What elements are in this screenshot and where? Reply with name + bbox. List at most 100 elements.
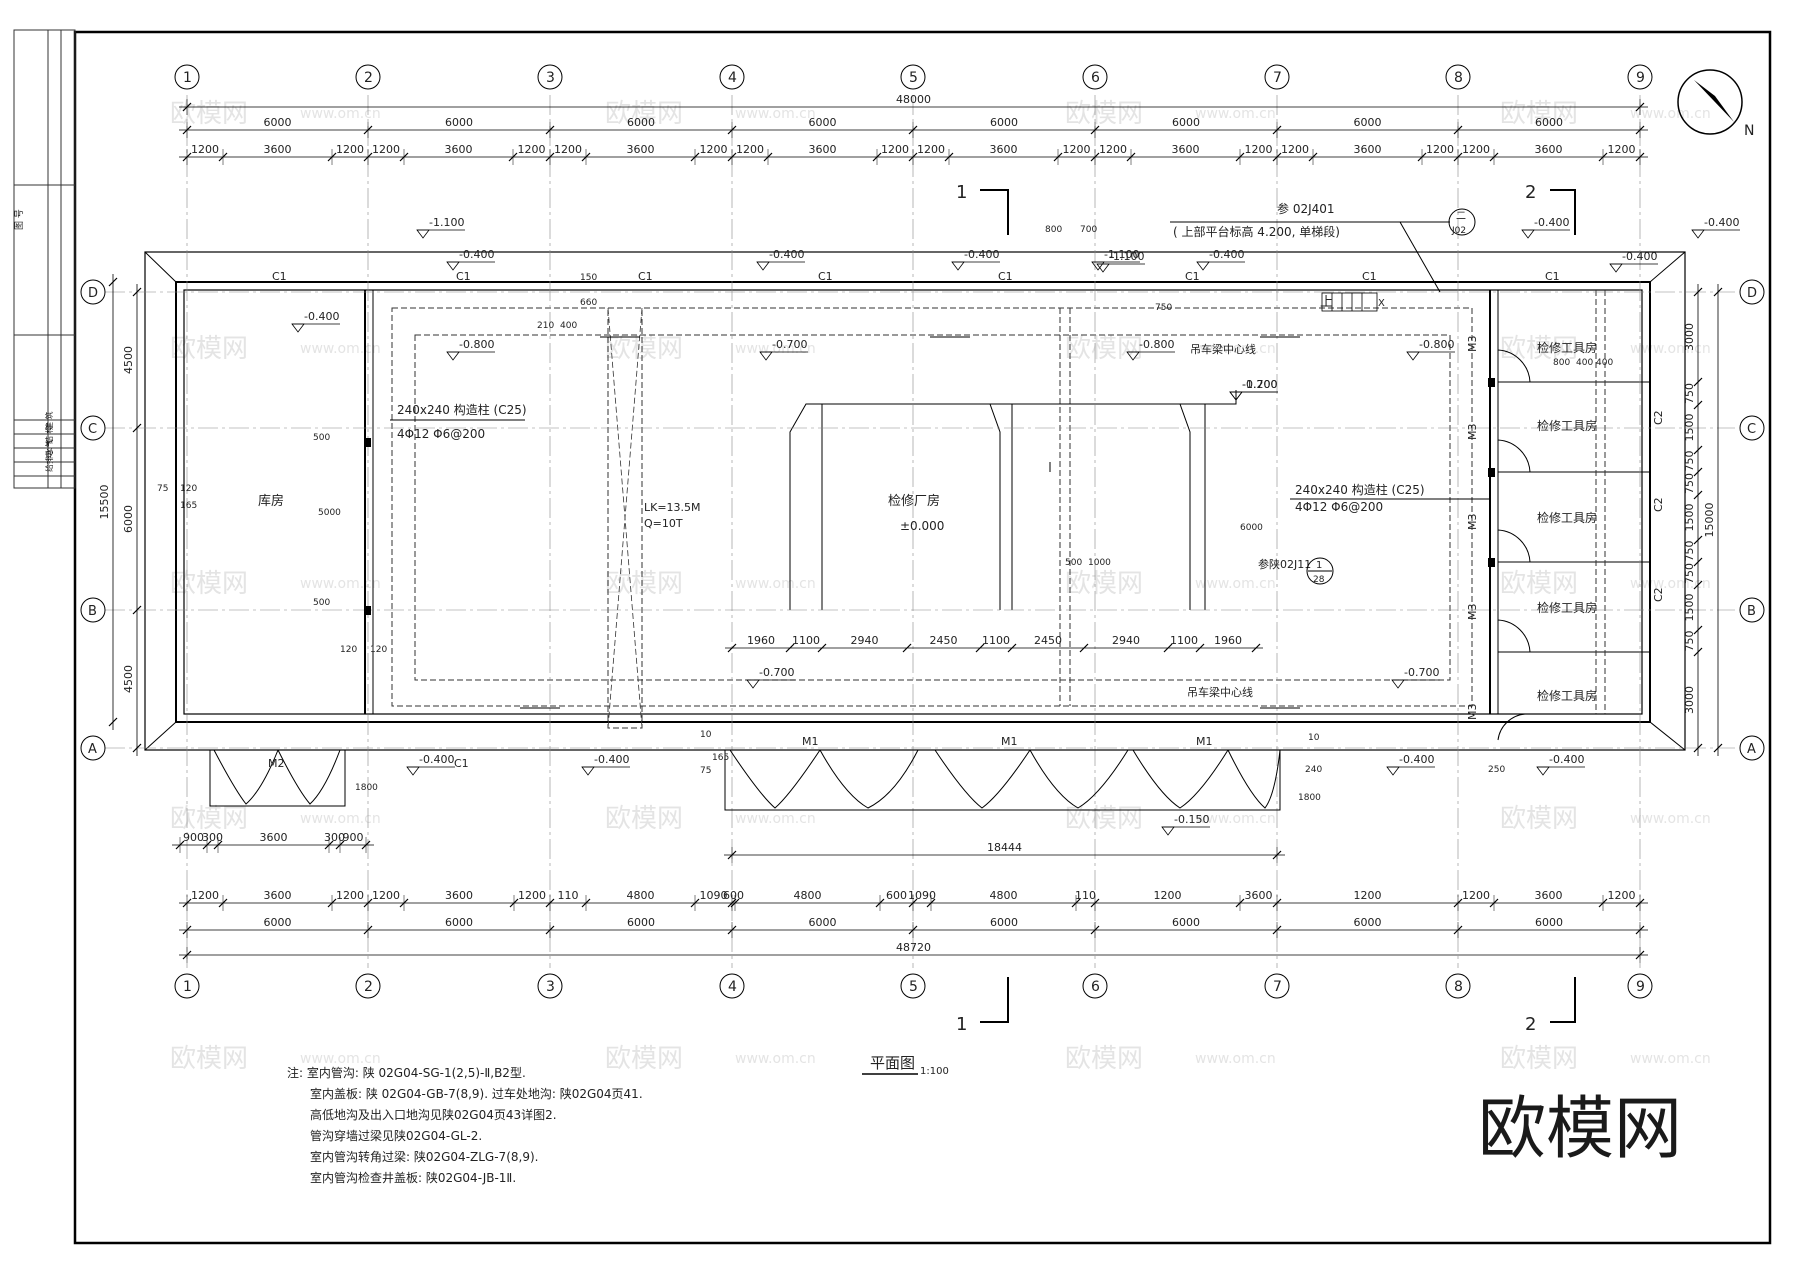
small-dim-label: 75 bbox=[700, 766, 711, 776]
dim-label: 6000 bbox=[122, 505, 135, 533]
crane-span: LK=13.5M bbox=[644, 501, 701, 514]
dim-label: 300 bbox=[202, 831, 223, 844]
dim-tick bbox=[1693, 445, 1703, 455]
m3-doors bbox=[1497, 349, 1531, 741]
dim-label: 1200 bbox=[554, 143, 582, 156]
elevation-label: -0.150 bbox=[1174, 813, 1209, 826]
door-tag-m1: M1 bbox=[1196, 735, 1213, 748]
dim-label: 3600 bbox=[1535, 143, 1563, 156]
brand-watermark: 欧模网 bbox=[1478, 1090, 1682, 1169]
door-tag-m3: M3 bbox=[1466, 514, 1479, 531]
window-tag: C1 bbox=[1362, 270, 1377, 283]
axis-bubble bbox=[1739, 279, 1765, 305]
elevation-triangle bbox=[1126, 351, 1140, 361]
dim-label: 1200 bbox=[1462, 889, 1490, 902]
elevation-markers: -1.100 -0.400 -0.400 -0.400 -1.100 -0.400 -0.8… bbox=[291, 216, 1740, 836]
window-tag-c2: C2 bbox=[1652, 497, 1665, 512]
dim-label: 750 bbox=[1683, 563, 1696, 584]
dim-label: 4500 bbox=[122, 346, 135, 374]
elevation-label: -0.400 bbox=[419, 753, 454, 766]
dim-label: 900 bbox=[343, 831, 364, 844]
dim-label: 600 bbox=[886, 889, 907, 902]
elevation-label: -0.400 bbox=[1534, 216, 1569, 229]
watermark-brand: 欧模网 bbox=[1500, 99, 1578, 129]
elevation-label: -0.400 bbox=[769, 248, 804, 261]
pit-dim-label: 1960 bbox=[747, 634, 775, 647]
window-tag: C1 bbox=[454, 757, 469, 770]
pit-dim-label: 2450 bbox=[1034, 634, 1062, 647]
stair-note-leader bbox=[1399, 221, 1441, 293]
elevation-label: -0.400 bbox=[459, 248, 494, 261]
watermark-brand: 欧模网 bbox=[170, 99, 248, 129]
plan-scale: 1:100 bbox=[920, 1066, 949, 1077]
watermark-brand: 欧模网 bbox=[1500, 334, 1578, 364]
watermark-brand: 欧模网 bbox=[170, 1044, 248, 1074]
plan-title: 平面图 bbox=[870, 1054, 915, 1072]
pit-dim-tick bbox=[902, 643, 912, 653]
dim-label: 48000 bbox=[896, 93, 931, 106]
elevation-label: -0.400 bbox=[1622, 250, 1657, 263]
elevation-label: -0.700 bbox=[772, 338, 807, 351]
dim-label: 4500 bbox=[122, 665, 135, 693]
elevation-label: -1.100 bbox=[1109, 250, 1144, 263]
watermark-url: www.om.cn bbox=[1195, 106, 1276, 122]
elevation-triangle bbox=[1091, 261, 1105, 271]
title-strip-row: 结 构 bbox=[44, 425, 54, 444]
axis-bubble bbox=[80, 597, 106, 623]
axis-bubble bbox=[1082, 973, 1108, 999]
section-markers bbox=[980, 189, 1576, 1023]
axis-bubble-label: D bbox=[1747, 286, 1757, 301]
watermark-url: www.om.cn bbox=[300, 811, 381, 827]
watermark-url: www.om.cn bbox=[1630, 1051, 1711, 1067]
section-2-bottom: 2 bbox=[1525, 1014, 1536, 1035]
stair-detail-sheet: J02 bbox=[1451, 226, 1466, 236]
dim-tick bbox=[132, 287, 142, 297]
dim-label: 6000 bbox=[1535, 916, 1563, 929]
column-note-left-title: 240x240 构造柱 (C25) bbox=[397, 402, 527, 417]
dim-label: 1200 bbox=[1281, 143, 1309, 156]
axis-bubble-label: 7 bbox=[1273, 979, 1282, 995]
elevation-label: -1.100 bbox=[429, 216, 464, 229]
watermark-url: www.om.cn bbox=[300, 1051, 381, 1067]
small-dim-label: 120 bbox=[340, 645, 357, 655]
dim-label: 1200 bbox=[700, 143, 728, 156]
title-strip-label: 图 号 bbox=[14, 209, 25, 230]
sheet-border bbox=[73, 30, 1772, 1245]
small-dim-label: 500 bbox=[313, 433, 330, 443]
dim-label: 1200 bbox=[1099, 143, 1127, 156]
section-1-bottom: 1 bbox=[956, 1014, 967, 1035]
stair-detail-number: 二 bbox=[1456, 211, 1466, 222]
dim-tick bbox=[132, 423, 142, 433]
dim-label: 6000 bbox=[264, 916, 292, 929]
plan-crane-x-label: X bbox=[1378, 298, 1385, 309]
dim-tick bbox=[1693, 743, 1703, 753]
axis-bubble bbox=[1445, 64, 1471, 90]
elevation-label: -0.400 bbox=[1399, 753, 1434, 766]
tool-room-label: 检修工具房 bbox=[1537, 418, 1597, 433]
dim-label: 18444 bbox=[987, 841, 1022, 854]
room-workshop-level: ±0.000 bbox=[900, 519, 944, 533]
stair-detail-circle bbox=[1448, 208, 1476, 236]
pit-dim-tick bbox=[1195, 643, 1205, 653]
axis-bubble bbox=[719, 64, 745, 90]
watermark-url: www.om.cn bbox=[1195, 341, 1276, 357]
pit-dim-tick bbox=[817, 643, 827, 653]
dim-label: 1200 bbox=[372, 143, 400, 156]
note-line: 室内管沟转角过梁: 陕02G04-ZLG-7(8,9). bbox=[310, 1149, 538, 1164]
dim-label: 4800 bbox=[627, 889, 655, 902]
small-dim-label: 10 bbox=[1308, 733, 1320, 743]
axis-bubble bbox=[80, 415, 106, 441]
dim-label: 3600 bbox=[990, 143, 1018, 156]
pit-dim-label: 2940 bbox=[851, 634, 879, 647]
elevation-label: -0.800 bbox=[459, 338, 494, 351]
watermark-layer: 欧模网 www.om.cn 欧模网 www.om.cn 欧模网 www.om.cn 欧模网 w… bbox=[170, 99, 1711, 1074]
dim-label: 1200 bbox=[1608, 143, 1636, 156]
watermark-url: www.om.cn bbox=[1195, 811, 1276, 827]
tool-room-label: 检修工具房 bbox=[1537, 510, 1597, 525]
pit-dim-tick bbox=[785, 643, 795, 653]
dim-tick bbox=[1693, 557, 1703, 567]
small-dim-label: 210 bbox=[537, 321, 554, 331]
elevation-triangle bbox=[1391, 679, 1405, 689]
